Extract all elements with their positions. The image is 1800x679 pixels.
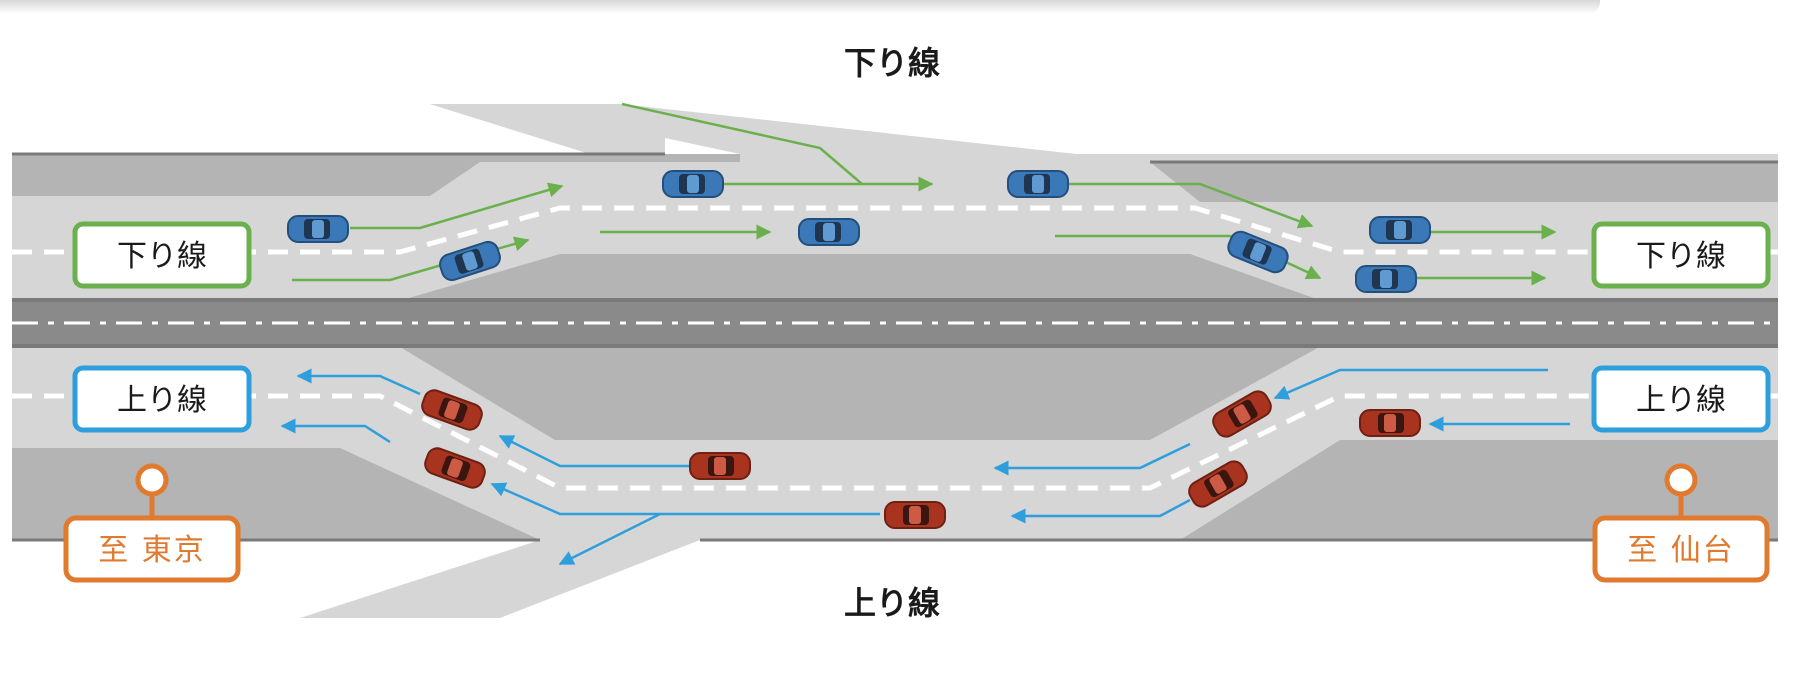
car-icon <box>662 170 724 198</box>
flow-arrow <box>280 418 391 444</box>
lane-label-down-right: 下り線 <box>1591 221 1771 289</box>
flow-arrow <box>1273 368 1548 400</box>
flow-arrow <box>498 434 690 468</box>
flow-arrow <box>296 368 421 396</box>
lane-label-text: 上り線 <box>1636 383 1726 418</box>
flow-arrow <box>1010 498 1191 524</box>
lane-label-text: 下り線 <box>117 239 207 274</box>
destination-label: 至 東京 <box>98 533 206 568</box>
destination-tokyo: 至 東京 <box>63 463 241 583</box>
car-icon <box>798 218 860 246</box>
down-traffic-arrows <box>292 102 1557 286</box>
car-icon <box>689 452 751 480</box>
destination-label: 至 仙台 <box>1627 533 1735 568</box>
car-icon <box>1369 216 1431 244</box>
lane-markings <box>12 205 1778 491</box>
lane-label-up-right: 上り線 <box>1591 365 1771 433</box>
destination-sendai: 至 仙台 <box>1592 463 1770 583</box>
flow-arrow <box>558 512 661 566</box>
lane-label-down-left: 下り線 <box>72 221 252 289</box>
car-icon <box>287 215 349 243</box>
car-icon <box>1355 265 1417 293</box>
location-pin-icon <box>135 463 169 497</box>
road-surface <box>12 104 1778 618</box>
car-icon <box>1359 409 1421 437</box>
location-pin-icon <box>1664 463 1698 497</box>
heading-up-line: 上り線 <box>844 584 940 622</box>
flow-arrow <box>993 442 1191 476</box>
up-traffic-arrows <box>280 368 1570 566</box>
flow-arrow <box>1055 234 1322 280</box>
heading-down-line: 下り線 <box>844 44 940 82</box>
car-icon <box>884 501 946 529</box>
flow-arrow <box>1060 182 1314 229</box>
flow-arrow <box>621 102 863 185</box>
car-icon <box>1007 170 1069 198</box>
lane-label-text: 上り線 <box>117 383 207 418</box>
lane-label-up-left: 上り線 <box>72 365 252 433</box>
top-shadow <box>0 0 1600 14</box>
flow-arrow <box>490 482 880 516</box>
lane-label-text: 下り線 <box>1636 239 1726 274</box>
flow-arrow <box>350 182 564 230</box>
